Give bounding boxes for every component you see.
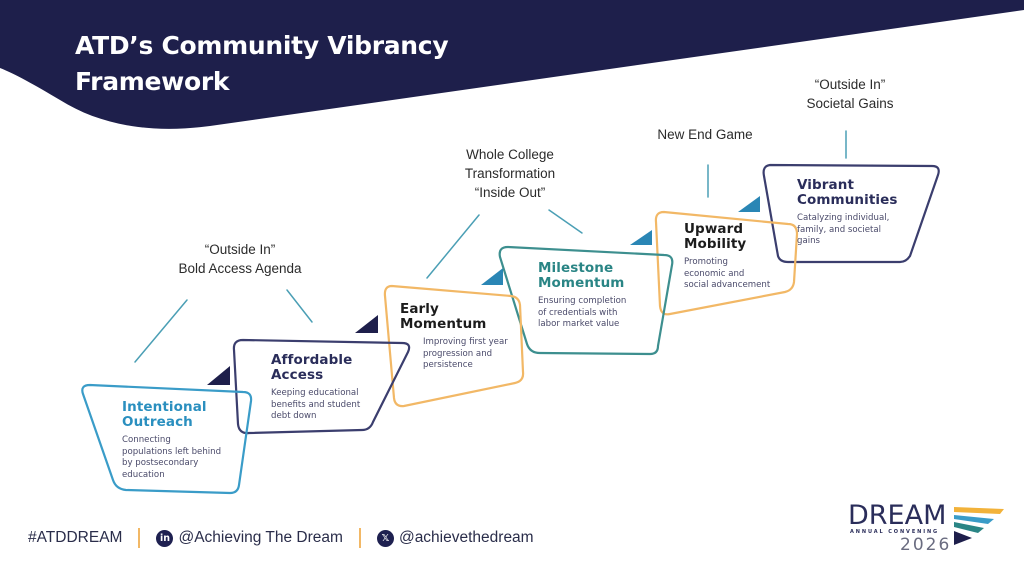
connector-line bbox=[286, 289, 313, 323]
stage-box-upward-mobility bbox=[654, 210, 799, 316]
stage-desc-line: Improving first year bbox=[423, 337, 508, 347]
title-line-2: Framework bbox=[75, 67, 230, 96]
annotation-whole-college-transformation: Whole College Transformation “Inside Out… bbox=[440, 145, 580, 202]
stage-desc-line: progression and bbox=[423, 348, 493, 359]
connector-line bbox=[548, 209, 583, 234]
stage-description: Improving first year progression and per… bbox=[423, 337, 520, 372]
stage-title: Intentional Outreach bbox=[122, 400, 247, 430]
stage-affordable-access: Affordable Access Keeping educational be… bbox=[271, 353, 401, 423]
stage-desc-line: social advancement bbox=[684, 280, 771, 290]
annotation-line: “Outside In” bbox=[814, 77, 886, 92]
step-triangle-icon bbox=[738, 196, 760, 212]
logo-stripe bbox=[954, 515, 994, 524]
annotation-line: “Outside In” bbox=[204, 242, 276, 257]
stage-title: Affordable Access bbox=[271, 353, 401, 383]
footer-divider bbox=[358, 528, 361, 548]
footer-divider bbox=[138, 528, 141, 548]
connector-line bbox=[134, 299, 188, 363]
stage-desc-line: persistence bbox=[423, 360, 473, 370]
annotation-line: Societal Gains bbox=[806, 96, 894, 111]
stage-upward-mobility: Upward Mobility Promoting economic and s… bbox=[684, 222, 794, 292]
stage-desc-line: Catalyzing individual, bbox=[797, 213, 890, 223]
title-line-1: ATD’s Community Vibrancy bbox=[75, 31, 449, 60]
stage-early-momentum: Early Momentum Improving first year prog… bbox=[400, 302, 520, 372]
stage-desc-line: by postsecondary bbox=[122, 458, 199, 468]
stage-title-line: Affordable bbox=[271, 352, 353, 368]
stage-desc-line: Ensuring completion bbox=[538, 296, 627, 306]
logo-stripes-icon bbox=[954, 507, 1004, 545]
stage-desc-line: debt down bbox=[271, 411, 317, 421]
annotation-line: Whole College bbox=[466, 147, 554, 162]
hashtag: #ATDDREAM bbox=[28, 529, 123, 546]
stage-title-line: Intentional bbox=[122, 399, 207, 415]
x-handle: @achievethedream bbox=[398, 529, 534, 546]
stage-title-line: Access bbox=[271, 367, 324, 383]
header-wave-shape bbox=[0, 0, 1024, 129]
stage-milestone-momentum: Milestone Momentum Ensuring completion o… bbox=[538, 261, 668, 331]
stage-title-line: Mobility bbox=[684, 236, 747, 252]
stage-desc-line: family, and societal bbox=[797, 224, 882, 235]
stage-description: Keeping educational benefits and student… bbox=[271, 388, 401, 423]
stage-title-line: Early bbox=[400, 301, 439, 317]
logo-stripe bbox=[954, 531, 972, 545]
logo-word: DREAM bbox=[848, 500, 947, 531]
annotation-societal-gains: “Outside In” Societal Gains bbox=[785, 75, 915, 113]
stage-title-line: Momentum bbox=[400, 316, 487, 332]
annotation-bold-access-agenda: “Outside In” Bold Access Agenda bbox=[160, 240, 320, 278]
logo-subtitle: ANNUAL CONVENING bbox=[850, 529, 940, 535]
stage-description: Catalyzing individual, family, and socie… bbox=[797, 213, 927, 248]
stage-title-line: Outreach bbox=[122, 414, 193, 430]
stage-desc-line: Keeping educational bbox=[271, 388, 359, 398]
annotation-line: Bold Access Agenda bbox=[178, 261, 302, 276]
logo-stripe bbox=[954, 507, 1004, 514]
stage-title-line: Milestone bbox=[538, 260, 614, 276]
step-triangle-icon bbox=[630, 230, 652, 245]
stage-vibrant-communities: Vibrant Communities Catalyzing individua… bbox=[797, 178, 927, 248]
annotation-line: Transformation bbox=[464, 166, 556, 181]
connector-line bbox=[426, 214, 480, 279]
stage-desc-line: economic and bbox=[684, 268, 745, 279]
stage-title: Early Momentum bbox=[400, 302, 520, 332]
stage-description: Ensuring completion of credentials with … bbox=[538, 296, 668, 331]
stage-title-line: Vibrant bbox=[797, 177, 855, 193]
stage-desc-line: labor market value bbox=[538, 319, 620, 329]
stage-box-milestone-momentum bbox=[498, 245, 674, 356]
stage-title: Upward Mobility bbox=[684, 222, 794, 252]
stage-desc-line: education bbox=[122, 469, 165, 480]
page-title: ATD’s Community Vibrancy Framework bbox=[75, 28, 449, 100]
stage-description: Connecting populations left behind by po… bbox=[122, 435, 247, 481]
stage-box-vibrant-communities bbox=[762, 163, 940, 264]
logo-year: 2026 bbox=[900, 535, 952, 555]
stage-desc-line: populations left behind bbox=[122, 446, 222, 457]
annotation-line: New End Game bbox=[657, 127, 753, 142]
stage-desc-line: of credentials with bbox=[538, 307, 618, 318]
header-banner bbox=[0, 0, 1024, 129]
stage-box-intentional-outreach bbox=[81, 383, 253, 495]
step-triangle-icon bbox=[481, 268, 503, 285]
dream-2026-logo: DREAM ANNUAL CONVENING 2026 bbox=[848, 500, 1004, 555]
stage-title: Milestone Momentum bbox=[538, 261, 668, 291]
stage-title: Vibrant Communities bbox=[797, 178, 927, 208]
stage-title-line: Momentum bbox=[538, 275, 625, 291]
step-triangle-icon bbox=[207, 366, 230, 385]
annotation-line: “Inside Out” bbox=[474, 185, 546, 200]
stage-desc-line: Promoting bbox=[684, 257, 728, 267]
linkedin-icon: in bbox=[156, 529, 174, 547]
linkedin-handle: @Achieving The Dream bbox=[178, 529, 343, 546]
stage-description: Promoting economic and social advancemen… bbox=[684, 257, 794, 292]
stage-desc-line: benefits and student bbox=[271, 399, 361, 410]
step-triangle-icon bbox=[355, 315, 378, 333]
footer-social-bar: #ATDDREAM in @Achieving The Dream 𝕏 @ach… bbox=[28, 528, 534, 548]
stage-intentional-outreach: Intentional Outreach Connecting populati… bbox=[122, 400, 247, 481]
logo-stripe bbox=[954, 522, 984, 533]
stage-desc-line: gains bbox=[797, 236, 821, 246]
stage-title-line: Upward bbox=[684, 221, 744, 237]
stage-box-affordable-access bbox=[232, 338, 411, 435]
annotation-new-end-game: New End Game bbox=[640, 125, 770, 144]
stage-box-early-momentum bbox=[383, 284, 525, 408]
stage-desc-line: Connecting bbox=[122, 435, 171, 445]
x-icon: 𝕏 bbox=[376, 529, 394, 547]
stage-title-line: Communities bbox=[797, 192, 898, 208]
